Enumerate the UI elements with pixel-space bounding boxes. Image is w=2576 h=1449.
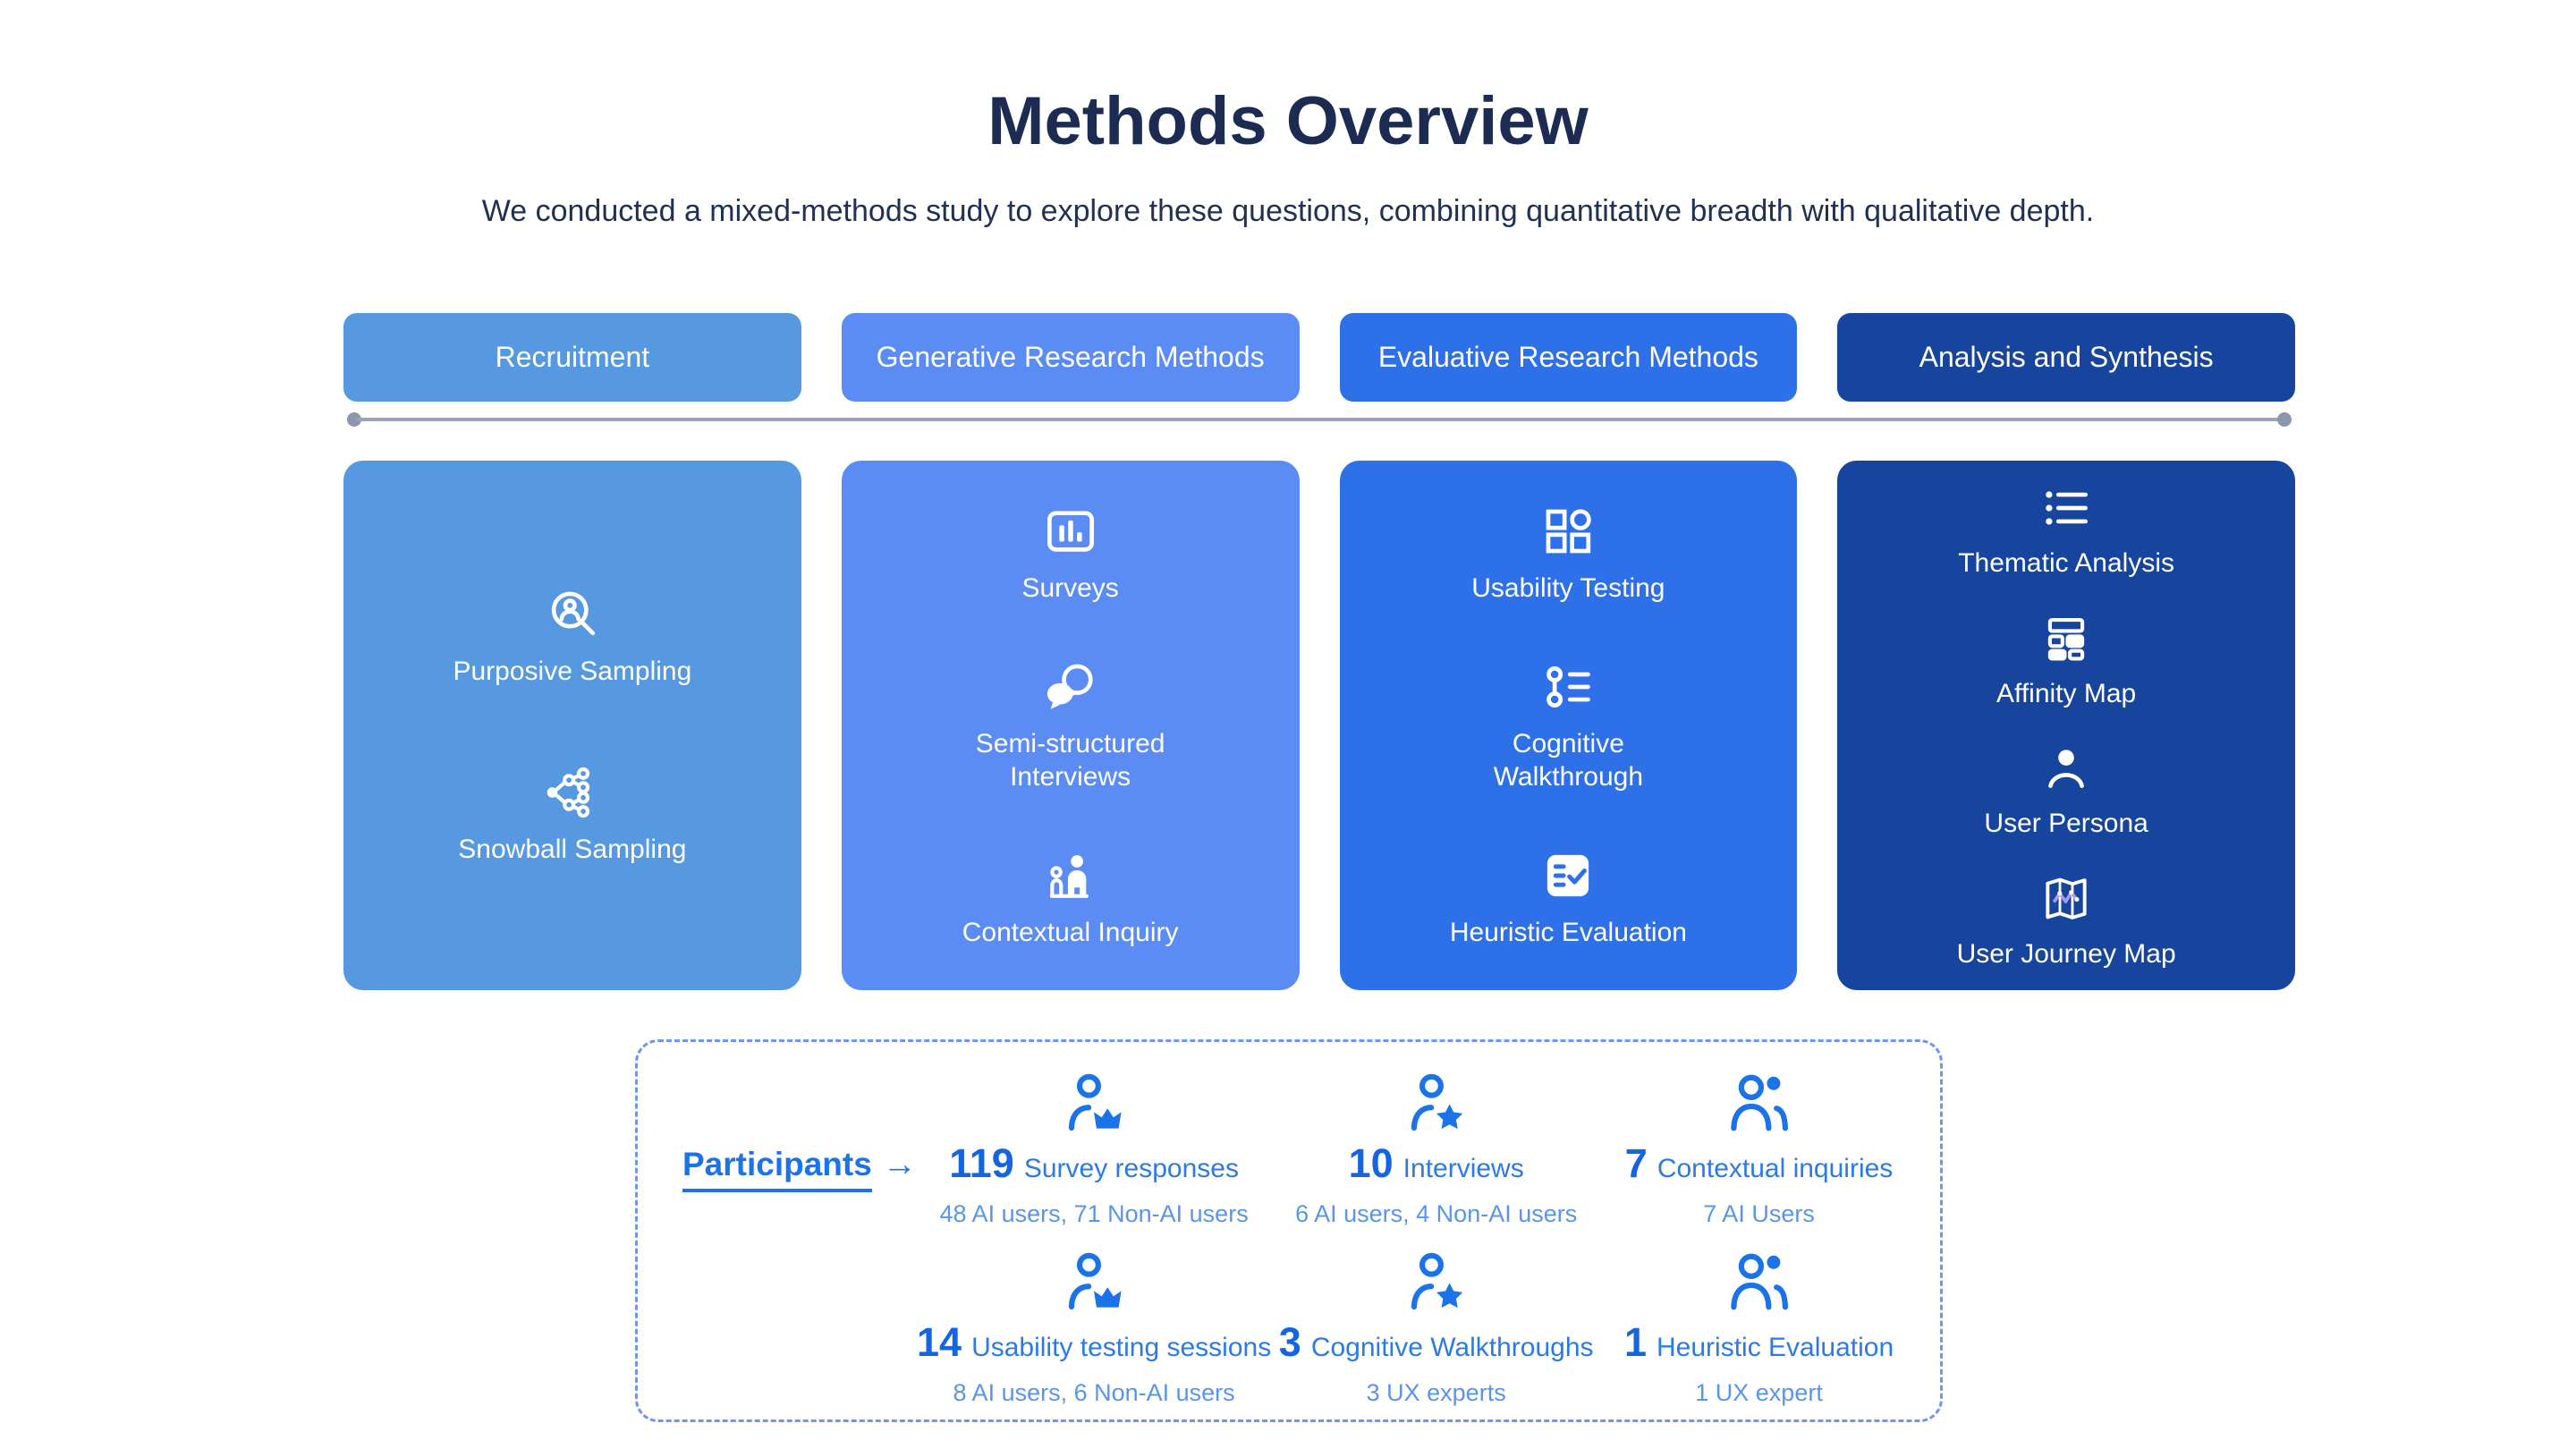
checklist-nodes-icon: [1538, 657, 1597, 716]
bullet-list-icon: [2038, 480, 2094, 536]
person-crown-icon: [1059, 1248, 1129, 1318]
stat-sublabel: 1 UX expert: [1695, 1379, 1823, 1406]
method-label: Thematic Analysis: [1958, 548, 2174, 578]
participants-stats-grid: 119 Survey responses 48 AI users, 71 Non…: [917, 1069, 1917, 1407]
stat-count: 1: [1623, 1319, 1647, 1365]
method-semi-structured-interviews: Semi-structured Interviews: [976, 657, 1165, 794]
stat-count: 14: [917, 1319, 962, 1365]
method-affinity-map: Affinity Map: [1996, 611, 2136, 711]
method-surveys: Surveys: [1021, 502, 1119, 606]
stat-cognitive-walkthroughs: 3 Cognitive Walkthroughs 3 UX experts: [1278, 1248, 1594, 1407]
card-recruitment: Purposive Sampling Snowball Sampling: [343, 461, 801, 990]
chat-bubbles-icon: [1041, 657, 1100, 716]
stat-sublabel: 48 AI users, 71 Non-AI users: [939, 1200, 1249, 1227]
stat-sublabel: 3 UX experts: [1366, 1379, 1506, 1406]
stat-usability-sessions: 14 Usability testing sessions 8 AI users…: [917, 1248, 1271, 1407]
method-label: Cognitive Walkthrough: [1493, 728, 1644, 792]
stat-label: Contextual inquiries: [1657, 1154, 1894, 1183]
card-analysis: Thematic Analysis Affinity Map: [1837, 461, 2295, 990]
stat-sublabel: 7 AI Users: [1703, 1200, 1815, 1227]
stat-label: Survey responses: [1023, 1154, 1239, 1183]
card-evaluative: Usability Testing Cognitive Walkthrough: [1339, 461, 1798, 990]
components-icon: [1538, 502, 1597, 561]
method-label: Contextual Inquiry: [962, 917, 1179, 947]
person-star-icon: [1402, 1248, 1471, 1318]
stat-sublabel: 8 AI users, 6 Non-AI users: [953, 1379, 1235, 1406]
map-route-icon: [2038, 871, 2094, 927]
stat-label: Heuristic Evaluation: [1657, 1333, 1894, 1362]
method-label: User Journey Map: [1956, 938, 2176, 969]
method-label: Semi-structured Interviews: [975, 728, 1165, 792]
stat-label: Interviews: [1402, 1154, 1524, 1183]
method-label: Purposive Sampling: [453, 656, 692, 686]
stat-line: 119 Survey responses: [949, 1140, 1239, 1187]
method-label: Affinity Map: [1996, 678, 2137, 708]
stat-sublabel: 6 AI users, 4 Non-AI users: [1295, 1200, 1578, 1227]
method-snowball-sampling: Snowball Sampling: [458, 763, 686, 867]
user-icon: [2038, 741, 2094, 796]
method-user-journey-map: User Journey Map: [1957, 871, 2176, 971]
timeline-line: [356, 418, 2283, 421]
people-icon: [1724, 1248, 1794, 1318]
bar-chart-icon: [1041, 502, 1100, 561]
people-icon: [1724, 1069, 1794, 1139]
stat-line: 1 Heuristic Evaluation: [1624, 1319, 1894, 1366]
method-cards-row: Purposive Sampling Snowball Sampling: [343, 461, 2295, 990]
phase-header-row: Recruitment Generative Research Methods …: [343, 313, 2295, 402]
stat-contextual-inquiries: 7 Contextual inquiries 7 AI Users: [1601, 1069, 1917, 1228]
participants-link[interactable]: Participants: [682, 1146, 872, 1192]
stat-line: 10 Interviews: [1349, 1140, 1524, 1187]
method-cognitive-walkthrough: Cognitive Walkthrough: [1494, 657, 1643, 794]
timeline: [347, 412, 2292, 427]
participants-link-wrap: Participants →: [682, 1069, 917, 1407]
phase-pill-evaluative[interactable]: Evaluative Research Methods: [1339, 313, 1798, 402]
participants-panel: Participants → 119 Survey responses 48 AI…: [635, 1039, 1943, 1422]
methods-flow: Recruitment Generative Research Methods …: [343, 313, 2295, 990]
stat-interviews: 10 Interviews 6 AI users, 4 Non-AI users: [1278, 1069, 1594, 1228]
phase-pill-analysis[interactable]: Analysis and Synthesis: [1837, 313, 2295, 402]
method-label: User Persona: [1984, 809, 2148, 838]
right-arrow-icon: →: [882, 1146, 917, 1183]
person-crown-icon: [1059, 1069, 1129, 1139]
phase-pill-recruitment[interactable]: Recruitment: [343, 313, 801, 402]
stat-line: 3 Cognitive Walkthroughs: [1279, 1319, 1594, 1366]
stat-count: 3: [1278, 1319, 1301, 1365]
person-star-icon: [1402, 1069, 1471, 1139]
stat-label: Cognitive Walkthroughs: [1310, 1333, 1594, 1362]
stat-line: 14 Usability testing sessions: [917, 1319, 1271, 1366]
task-check-icon: [1538, 846, 1597, 905]
method-label: Heuristic Evaluation: [1449, 917, 1687, 947]
method-thematic-analysis: Thematic Analysis: [1958, 480, 2174, 580]
method-usability-testing: Usability Testing: [1471, 502, 1665, 606]
card-generative: Surveys Semi-structured Interviews: [841, 461, 1300, 990]
stat-survey-responses: 119 Survey responses 48 AI users, 71 Non…: [917, 1069, 1271, 1228]
stat-count: 10: [1348, 1140, 1394, 1186]
timeline-end-dot: [2277, 412, 2292, 427]
affinity-blocks-icon: [2038, 611, 2094, 666]
network-nodes-icon: [543, 763, 602, 822]
stat-line: 7 Contextual inquiries: [1625, 1140, 1894, 1187]
method-label: Usability Testing: [1471, 573, 1665, 603]
person-search-icon: [543, 585, 602, 644]
stat-heuristic-evaluation: 1 Heuristic Evaluation 1 UX expert: [1601, 1248, 1917, 1407]
stat-count: 119: [949, 1140, 1014, 1186]
method-label: Snowball Sampling: [458, 835, 687, 864]
stat-label: Usability testing sessions: [971, 1333, 1272, 1362]
method-user-persona: User Persona: [1984, 741, 2148, 841]
method-label: Surveys: [1021, 573, 1119, 603]
page-subtitle: We conducted a mixed-methods study to ex…: [481, 194, 2095, 228]
method-heuristic-evaluation: Heuristic Evaluation: [1450, 846, 1687, 950]
method-contextual-inquiry: Contextual Inquiry: [962, 846, 1179, 950]
people-standing-icon: [1041, 846, 1100, 905]
timeline-start-dot: [347, 412, 361, 427]
stat-count: 7: [1624, 1140, 1648, 1186]
method-purposive-sampling: Purposive Sampling: [453, 585, 691, 689]
phase-pill-generative[interactable]: Generative Research Methods: [841, 313, 1300, 402]
page-title: Methods Overview: [987, 83, 1589, 159]
